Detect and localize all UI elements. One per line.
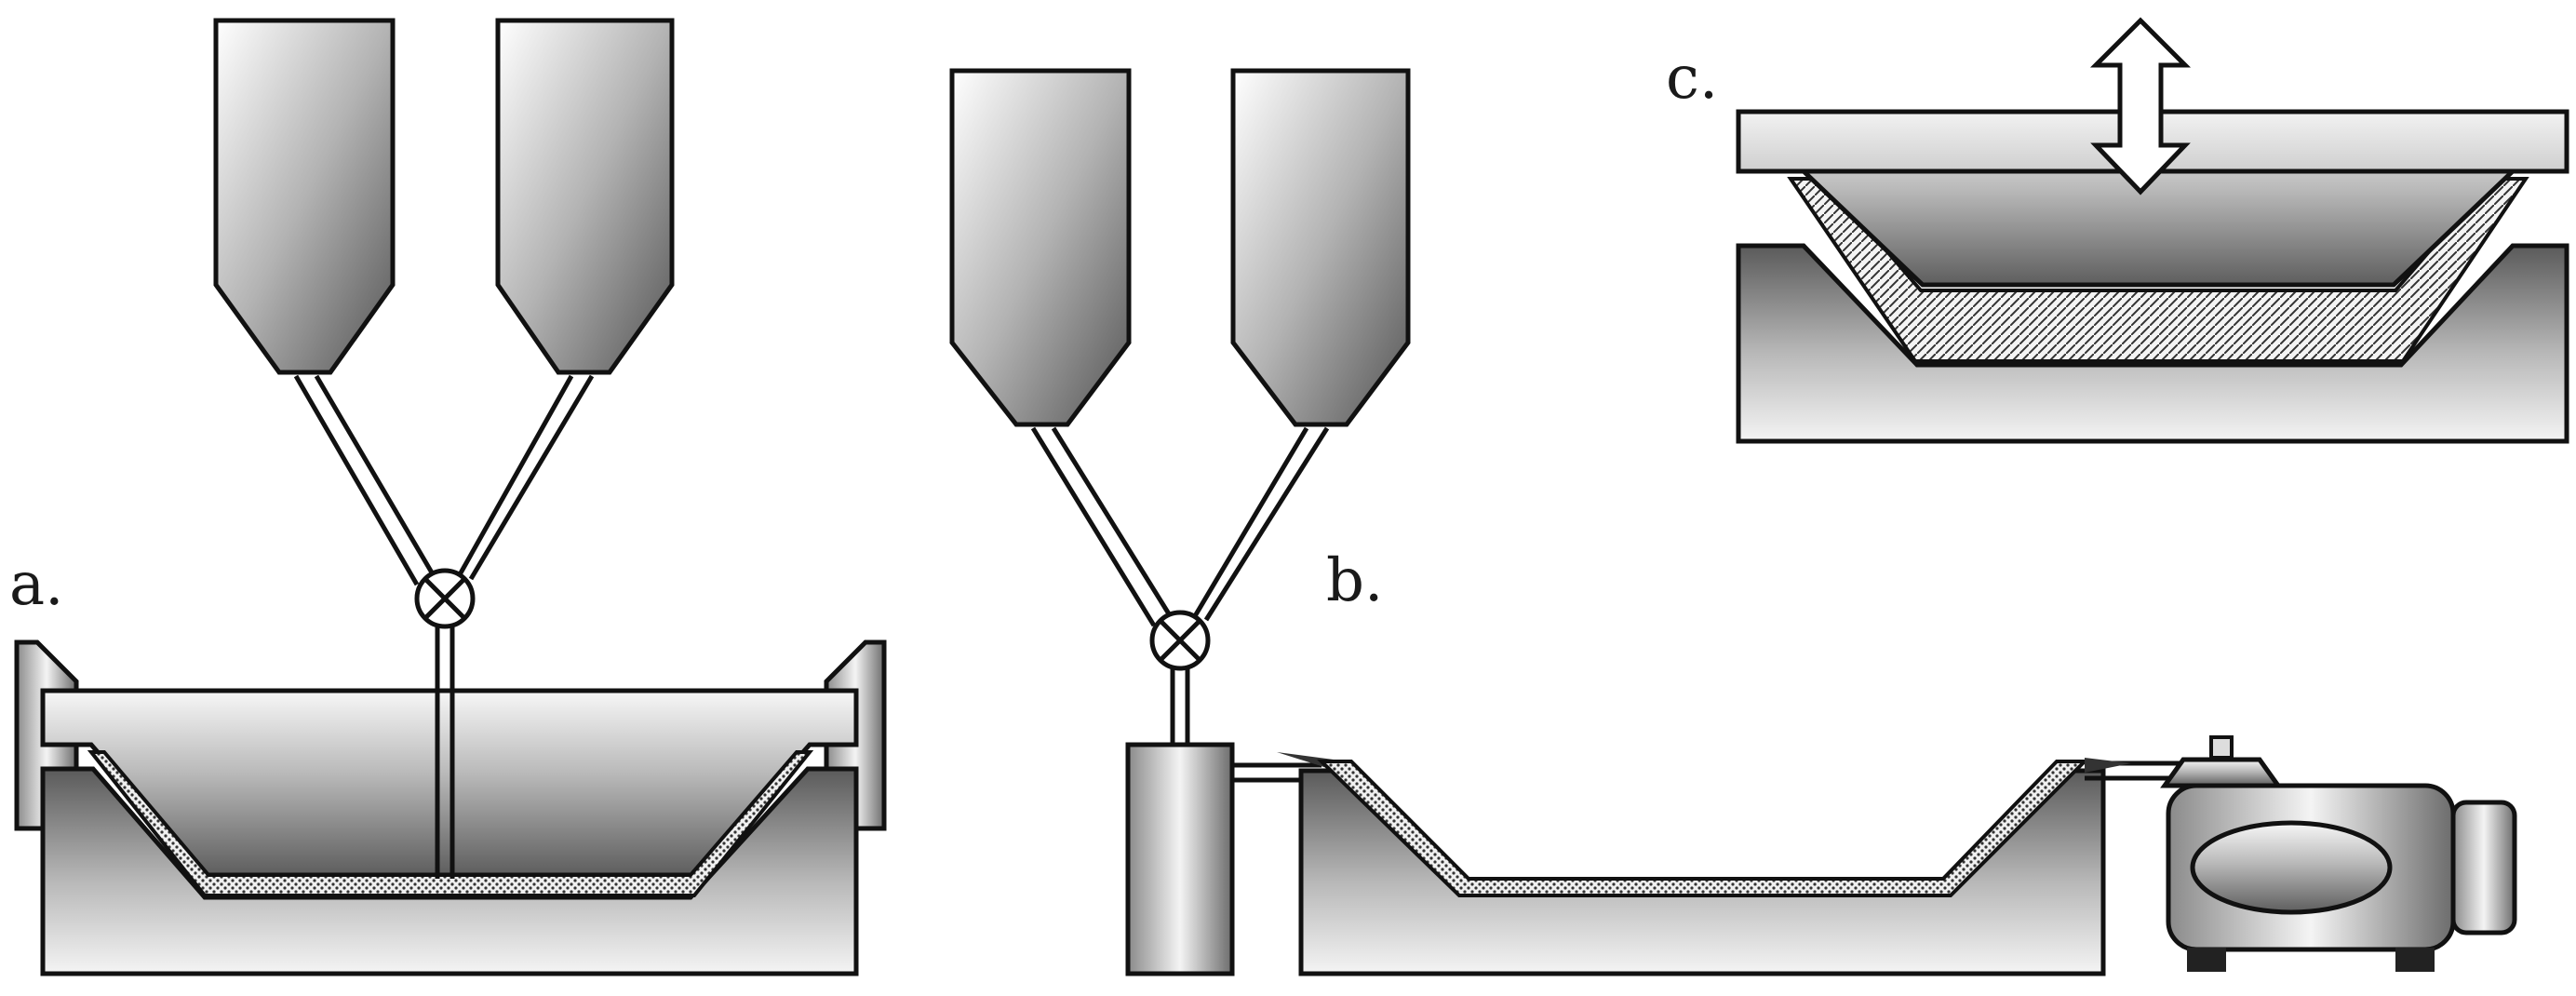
panel-label-a: a.	[9, 550, 64, 619]
fiber-layer-a	[87, 750, 814, 897]
injection-pipe	[435, 627, 455, 879]
valve-outlet-pipe	[1170, 668, 1190, 745]
resin-hopper-right-b	[1230, 68, 1411, 427]
resin-hopper-left-b	[949, 68, 1132, 427]
panel-label-c: c.	[1666, 44, 1719, 113]
feed-pipes	[293, 374, 595, 586]
panel-a	[14, 18, 887, 976]
panel-label-b: b.	[1326, 546, 1384, 615]
vacuum-pump	[2160, 735, 2517, 972]
resin-hopper-right	[495, 18, 675, 375]
fiber-layer-b	[1317, 760, 2089, 897]
resin-reservoir	[1125, 742, 1235, 976]
up-down-arrow-icon	[2089, 17, 2192, 195]
long-mold-b	[1298, 768, 2106, 976]
lower-mold-c	[1736, 243, 2569, 444]
panel-b	[949, 68, 2517, 976]
feed-pipes-b	[1030, 426, 1330, 627]
valve-icon	[414, 568, 476, 629]
valve-icon	[1149, 610, 1211, 671]
resin-hopper-left	[213, 18, 396, 375]
panel-c	[1736, 17, 2569, 444]
lower-mold-a	[40, 766, 859, 976]
